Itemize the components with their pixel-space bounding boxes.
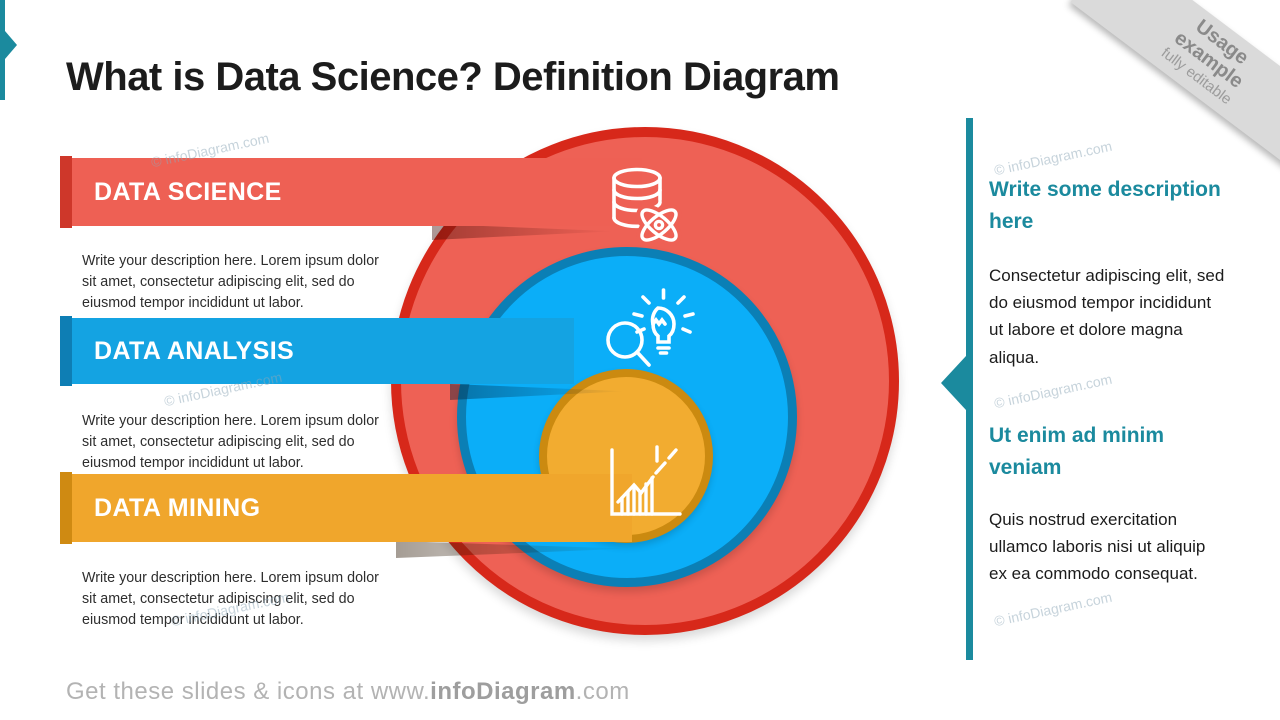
watermark: © infoDiagram.com bbox=[992, 588, 1114, 630]
sidebar-body-2: Quis nostrud exercitation ullamco labori… bbox=[989, 510, 1206, 584]
footer: Get these slides & icons at www.infoDiag… bbox=[66, 678, 630, 706]
footer-text-suffix: .com bbox=[575, 678, 630, 705]
sidebar-accent-line bbox=[966, 118, 973, 660]
page-title: What is Data Science? Definition Diagram bbox=[66, 54, 840, 99]
data-mining-description: Write your description here. Lorem ipsum… bbox=[82, 570, 379, 629]
data-analysis-banner: DATA ANALYSIS bbox=[72, 318, 574, 384]
footer-brand: infoDiagram bbox=[430, 678, 576, 705]
footer-text-prefix: Get these slides & icons at www. bbox=[66, 678, 431, 705]
sidebar-body-1: Consectetur adipiscing elit, sed do eius… bbox=[989, 266, 1225, 367]
data-science-banner-edge bbox=[60, 156, 72, 228]
data-analysis-description: Write your description here. Lorem ipsum… bbox=[82, 413, 379, 472]
left-accent-bar bbox=[0, 0, 5, 100]
sidebar-heading-2: Ut enim ad minim veniam bbox=[989, 424, 1165, 479]
data-analysis-label: DATA ANALYSIS bbox=[94, 336, 295, 365]
left-accent-arrow-icon bbox=[5, 31, 17, 59]
data-analysis-banner-edge bbox=[60, 316, 72, 386]
data-science-description: Write your description here. Lorem ipsum… bbox=[82, 253, 379, 312]
data-science-banner: DATA SCIENCE bbox=[72, 158, 642, 226]
data-mining-label: DATA MINING bbox=[94, 493, 261, 522]
database-atom-icon bbox=[602, 162, 688, 252]
data-mining-banner: DATA MINING bbox=[72, 474, 632, 542]
data-mining-banner-edge bbox=[60, 472, 72, 544]
search-lightbulb-icon bbox=[596, 286, 698, 376]
watermark: © infoDiagram.com bbox=[992, 137, 1114, 179]
sidebar-arrow-icon bbox=[941, 356, 966, 410]
watermark: © infoDiagram.com bbox=[992, 370, 1114, 412]
data-science-label: DATA SCIENCE bbox=[94, 177, 282, 206]
growth-chart-icon bbox=[600, 440, 692, 526]
sidebar-heading-1: Write some description here bbox=[989, 178, 1221, 233]
